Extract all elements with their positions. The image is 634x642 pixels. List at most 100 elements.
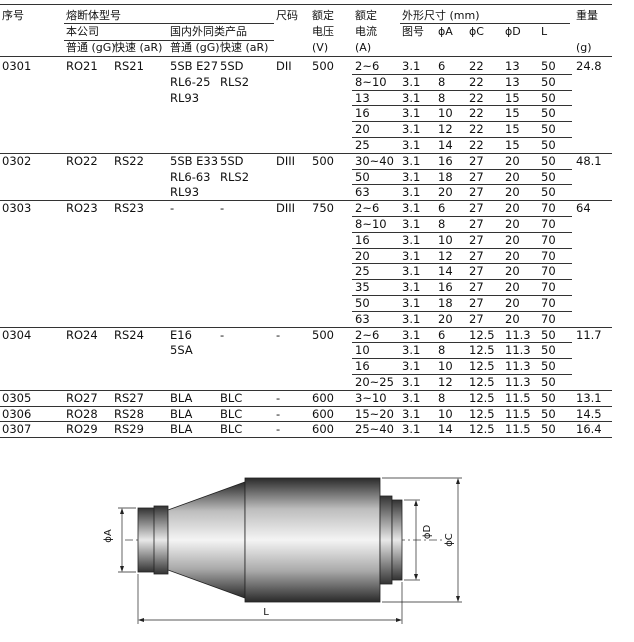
header-rule [400,23,570,24]
cell-seq: 0301 [2,59,32,73]
cell-phi-a: 10 [438,232,453,247]
cell-figure: 3.1 [402,375,421,389]
cell-current: 3~10 [355,390,387,405]
row-rule [352,184,572,186]
header-rule [64,40,274,41]
cell-model-ar: RS21 [114,59,144,73]
header-company: 本公司 [66,25,99,38]
dimension-label-phi-a: ϕA [103,529,114,543]
cell-length: 50 [541,375,556,389]
header-ar-domestic: 快速 (aR) [220,41,269,54]
header-volt-2: 电压 [312,25,334,38]
header-current-1: 额定 [355,9,377,22]
cell-phi-c: 22 [469,74,484,89]
cell-model-gg: RO22 [66,153,98,168]
row-rule [352,358,572,360]
cell-phi-a: 14 [438,422,453,437]
row-rule [352,247,572,249]
cell-weight: 13.1 [576,390,602,405]
cell-length: 50 [541,422,556,437]
cell-phi-d: 11.5 [505,422,531,437]
cell-domestic-ar: 5SD [220,59,244,73]
cell-phi-a: 8 [438,90,446,105]
cell-phi-c: 27 [469,280,484,295]
group-rule [0,326,612,328]
cell-phi-c: 22 [469,90,484,105]
cell-phi-d: 15 [505,90,520,105]
cell-size: DII [276,59,292,73]
group-rule [0,389,612,391]
cell-phi-c: 27 [469,296,484,310]
cell-phi-d: 15 [505,138,520,152]
fuse-right-cap [379,495,393,585]
row-rule [352,121,572,123]
cell-current: 16 [355,106,370,121]
cell-seq: 0302 [2,153,32,168]
cell-phi-a: 8 [438,74,446,89]
cell-phi-d: 11.5 [505,406,531,421]
cell-length: 70 [541,311,556,326]
header-seq: 序号 [2,9,24,22]
cell-phi-c: 22 [469,122,484,137]
cell-length: 70 [541,217,556,231]
cell-phi-c: 12.5 [469,327,495,342]
cell-size: - [276,390,281,405]
row-rule [352,310,572,312]
header-domestic: 国内外同类产品 [170,25,247,38]
row-rule [352,168,572,170]
cell-model-gg: RO28 [66,406,98,421]
group-rule [0,437,612,439]
cell-phi-c: 27 [469,217,484,231]
cell-figure: 3.1 [402,406,421,421]
cell-phi-d: 20 [505,153,520,168]
header-volt-1: 额定 [312,9,334,22]
cell-figure: 3.1 [402,422,421,437]
cell-current: 2~6 [355,59,380,73]
cell-domestic-gg: 5SB E27 [170,59,219,73]
cell-model-gg: RO24 [66,327,98,342]
cell-current: 20 [355,122,370,137]
row-rule [352,295,572,296]
cell-model-ar: RS28 [114,406,144,421]
cell-current: 25~40 [355,422,394,437]
cell-size: - [276,422,281,437]
cell-phi-a: 16 [438,280,453,295]
header-size: 尺码 [276,9,298,22]
cell-phi-a: 8 [438,217,446,231]
cell-figure: 3.1 [402,122,421,137]
cell-phi-a: 20 [438,311,453,326]
cell-current: 35 [355,280,370,295]
cell-figure: 3.1 [402,296,421,310]
cell-phi-d: 11.3 [505,343,531,358]
cell-figure: 3.1 [402,217,421,231]
cell-domestic-gg: RL6-25 [170,74,211,89]
cell-size: - [276,406,281,421]
header-weight: 重量 [576,9,598,22]
cell-domestic-gg: BLA [170,390,193,405]
cell-seq: 0304 [2,327,32,342]
cell-phi-a: 14 [438,264,453,279]
cell-length: 50 [541,138,556,152]
cell-length: 50 [541,185,556,200]
cell-phi-d: 13 [505,59,520,73]
cell-phi-c: 12.5 [469,343,495,358]
cell-phi-c: 12.5 [469,406,495,421]
header-phi-a: ϕA [438,25,453,38]
cell-current: 2~6 [355,327,380,342]
fuse-cone [167,481,246,599]
cell-phi-d: 20 [505,185,520,200]
cell-phi-c: 27 [469,153,484,168]
cell-current: 63 [355,185,370,200]
cell-phi-c: 27 [469,201,484,216]
cell-phi-a: 8 [438,343,446,358]
cell-phi-a: 12 [438,375,453,389]
cell-length: 50 [541,327,556,342]
cell-current: 63 [355,311,370,326]
cell-length: 50 [541,59,556,73]
dimension-label-phi-d: ϕD [422,525,433,540]
cell-voltage: 500 [312,153,334,168]
cell-current: 25 [355,264,370,279]
cell-length: 50 [541,169,556,184]
fuse-main-body [244,477,381,603]
cell-phi-c: 12.5 [469,359,495,374]
